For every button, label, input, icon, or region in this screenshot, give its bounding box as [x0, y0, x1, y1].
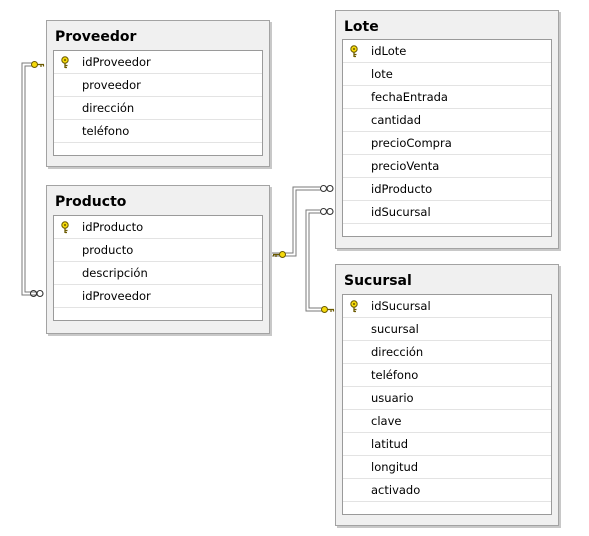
column-name: idProducto — [371, 182, 433, 196]
column-row[interactable]: descripción — [54, 262, 262, 285]
column-row[interactable]: lote — [343, 63, 551, 86]
column-row[interactable]: latitud — [343, 433, 551, 456]
column-name: idSucursal — [371, 205, 431, 219]
relationship-lote-sucursal[interactable] — [305, 209, 322, 312]
infinity-icon — [319, 207, 334, 216]
column-list: idSucursal sucursal dirección teléfono usuar… — [342, 294, 552, 515]
column-row[interactable]: idProveedor — [54, 285, 262, 308]
column-name: usuario — [371, 391, 414, 405]
column-row[interactable]: idProducto — [343, 178, 551, 201]
primary-key-icon — [61, 56, 69, 69]
key-icon — [321, 306, 335, 313]
infinity-icon — [29, 289, 44, 298]
column-name: producto — [82, 243, 134, 257]
new-column-row[interactable] — [54, 143, 262, 155]
table-title: Sucursal — [344, 273, 412, 289]
column-name: longitud — [371, 460, 419, 474]
column-row[interactable]: activado — [343, 479, 551, 502]
key-icon — [31, 61, 45, 68]
relationship-lote-producto[interactable] — [270, 186, 320, 257]
column-row[interactable]: dirección — [54, 97, 262, 120]
column-row[interactable]: clave — [343, 410, 551, 433]
column-name: proveedor — [82, 78, 141, 92]
column-name: idProveedor — [82, 55, 151, 69]
column-row[interactable]: teléfono — [54, 120, 262, 143]
column-row[interactable]: idSucursal — [343, 295, 551, 318]
table-lote[interactable]: Lote idLote lote fechaEntrada cantidad preci… — [335, 10, 559, 249]
column-row[interactable]: producto — [54, 239, 262, 262]
new-column-row[interactable] — [54, 308, 262, 320]
table-proveedor[interactable]: Proveedor idProveedor proveedor dirección t… — [46, 20, 270, 167]
column-row[interactable]: idProveedor — [54, 51, 262, 74]
column-name: dirección — [371, 345, 424, 359]
column-name: idProducto — [82, 220, 144, 234]
primary-key-icon — [61, 221, 69, 234]
key-icon — [272, 251, 286, 258]
column-name: latitud — [371, 437, 409, 451]
column-name: cantidad — [371, 113, 422, 127]
column-name: dirección — [82, 101, 135, 115]
column-name: clave — [371, 414, 402, 428]
column-name: precioVenta — [371, 159, 440, 173]
new-column-row[interactable] — [343, 224, 551, 236]
column-row[interactable]: usuario — [343, 387, 551, 410]
column-name: idProveedor — [82, 289, 151, 303]
column-row[interactable]: sucursal — [343, 318, 551, 341]
column-name: idSucursal — [371, 299, 431, 313]
column-name: fechaEntrada — [371, 90, 448, 104]
column-list: idProducto producto descripción idProveedor — [53, 215, 263, 321]
column-row[interactable]: idLote — [343, 40, 551, 63]
new-column-row[interactable] — [343, 502, 551, 514]
column-row[interactable]: fechaEntrada — [343, 86, 551, 109]
column-row[interactable]: dirección — [343, 341, 551, 364]
column-name: sucursal — [371, 322, 419, 336]
relationship-producto-proveedor[interactable] — [21, 62, 37, 296]
column-name: teléfono — [371, 368, 419, 382]
table-title: Proveedor — [55, 29, 137, 45]
column-row[interactable]: proveedor — [54, 74, 262, 97]
column-name: descripción — [82, 266, 148, 280]
column-name: teléfono — [82, 124, 130, 138]
column-name: activado — [371, 483, 421, 497]
column-list: idProveedor proveedor dirección teléfono — [53, 50, 263, 156]
column-list: idLote lote fechaEntrada cantidad precioComp… — [342, 39, 552, 237]
infinity-icon — [319, 184, 334, 193]
column-name: lote — [371, 67, 393, 81]
column-row[interactable]: idProducto — [54, 216, 262, 239]
table-title: Producto — [55, 194, 127, 210]
table-sucursal[interactable]: Sucursal idSucursal sucursal dirección telé… — [335, 264, 559, 526]
column-row[interactable]: precioVenta — [343, 155, 551, 178]
table-title: Lote — [344, 19, 379, 35]
primary-key-icon — [350, 300, 358, 313]
column-row[interactable]: idSucursal — [343, 201, 551, 224]
column-name: idLote — [371, 44, 407, 58]
column-row[interactable]: longitud — [343, 456, 551, 479]
primary-key-icon — [350, 45, 358, 58]
column-name: precioCompra — [371, 136, 452, 150]
column-row[interactable]: precioCompra — [343, 132, 551, 155]
column-row[interactable]: teléfono — [343, 364, 551, 387]
column-row[interactable]: cantidad — [343, 109, 551, 132]
